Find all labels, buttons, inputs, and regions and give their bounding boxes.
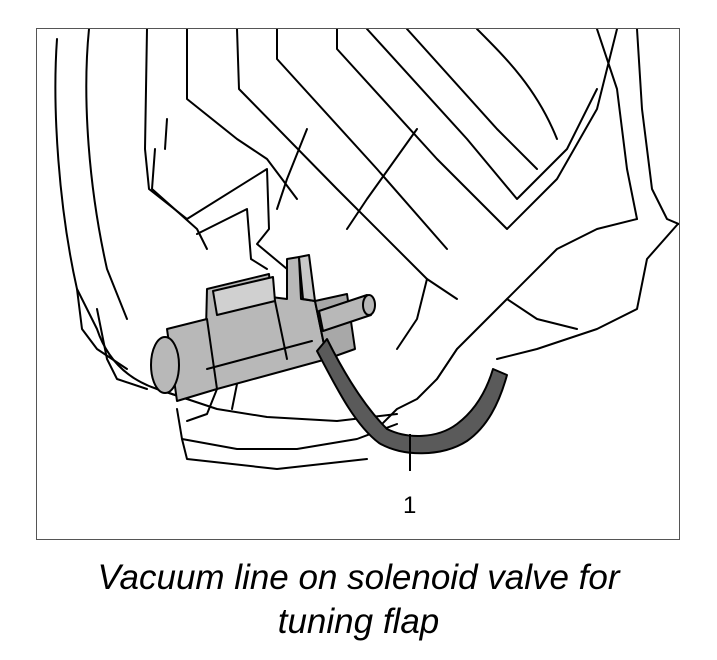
caption-line-2: tuning flap bbox=[277, 602, 440, 641]
illustration-frame: 1 bbox=[36, 28, 680, 540]
caption-line-1: Vacuum line on solenoid valve for bbox=[97, 558, 620, 597]
figure-caption: Vacuum line on solenoid valve for tuning… bbox=[0, 556, 717, 644]
callout-1: 1 bbox=[403, 434, 416, 519]
vacuum-line bbox=[316, 338, 508, 455]
engine-bay-illustration: 1 bbox=[54, 29, 679, 519]
solenoid-valve bbox=[150, 254, 356, 422]
intake-housing bbox=[54, 29, 679, 470]
connector-nipple bbox=[318, 294, 376, 332]
callout-number: 1 bbox=[403, 492, 416, 519]
